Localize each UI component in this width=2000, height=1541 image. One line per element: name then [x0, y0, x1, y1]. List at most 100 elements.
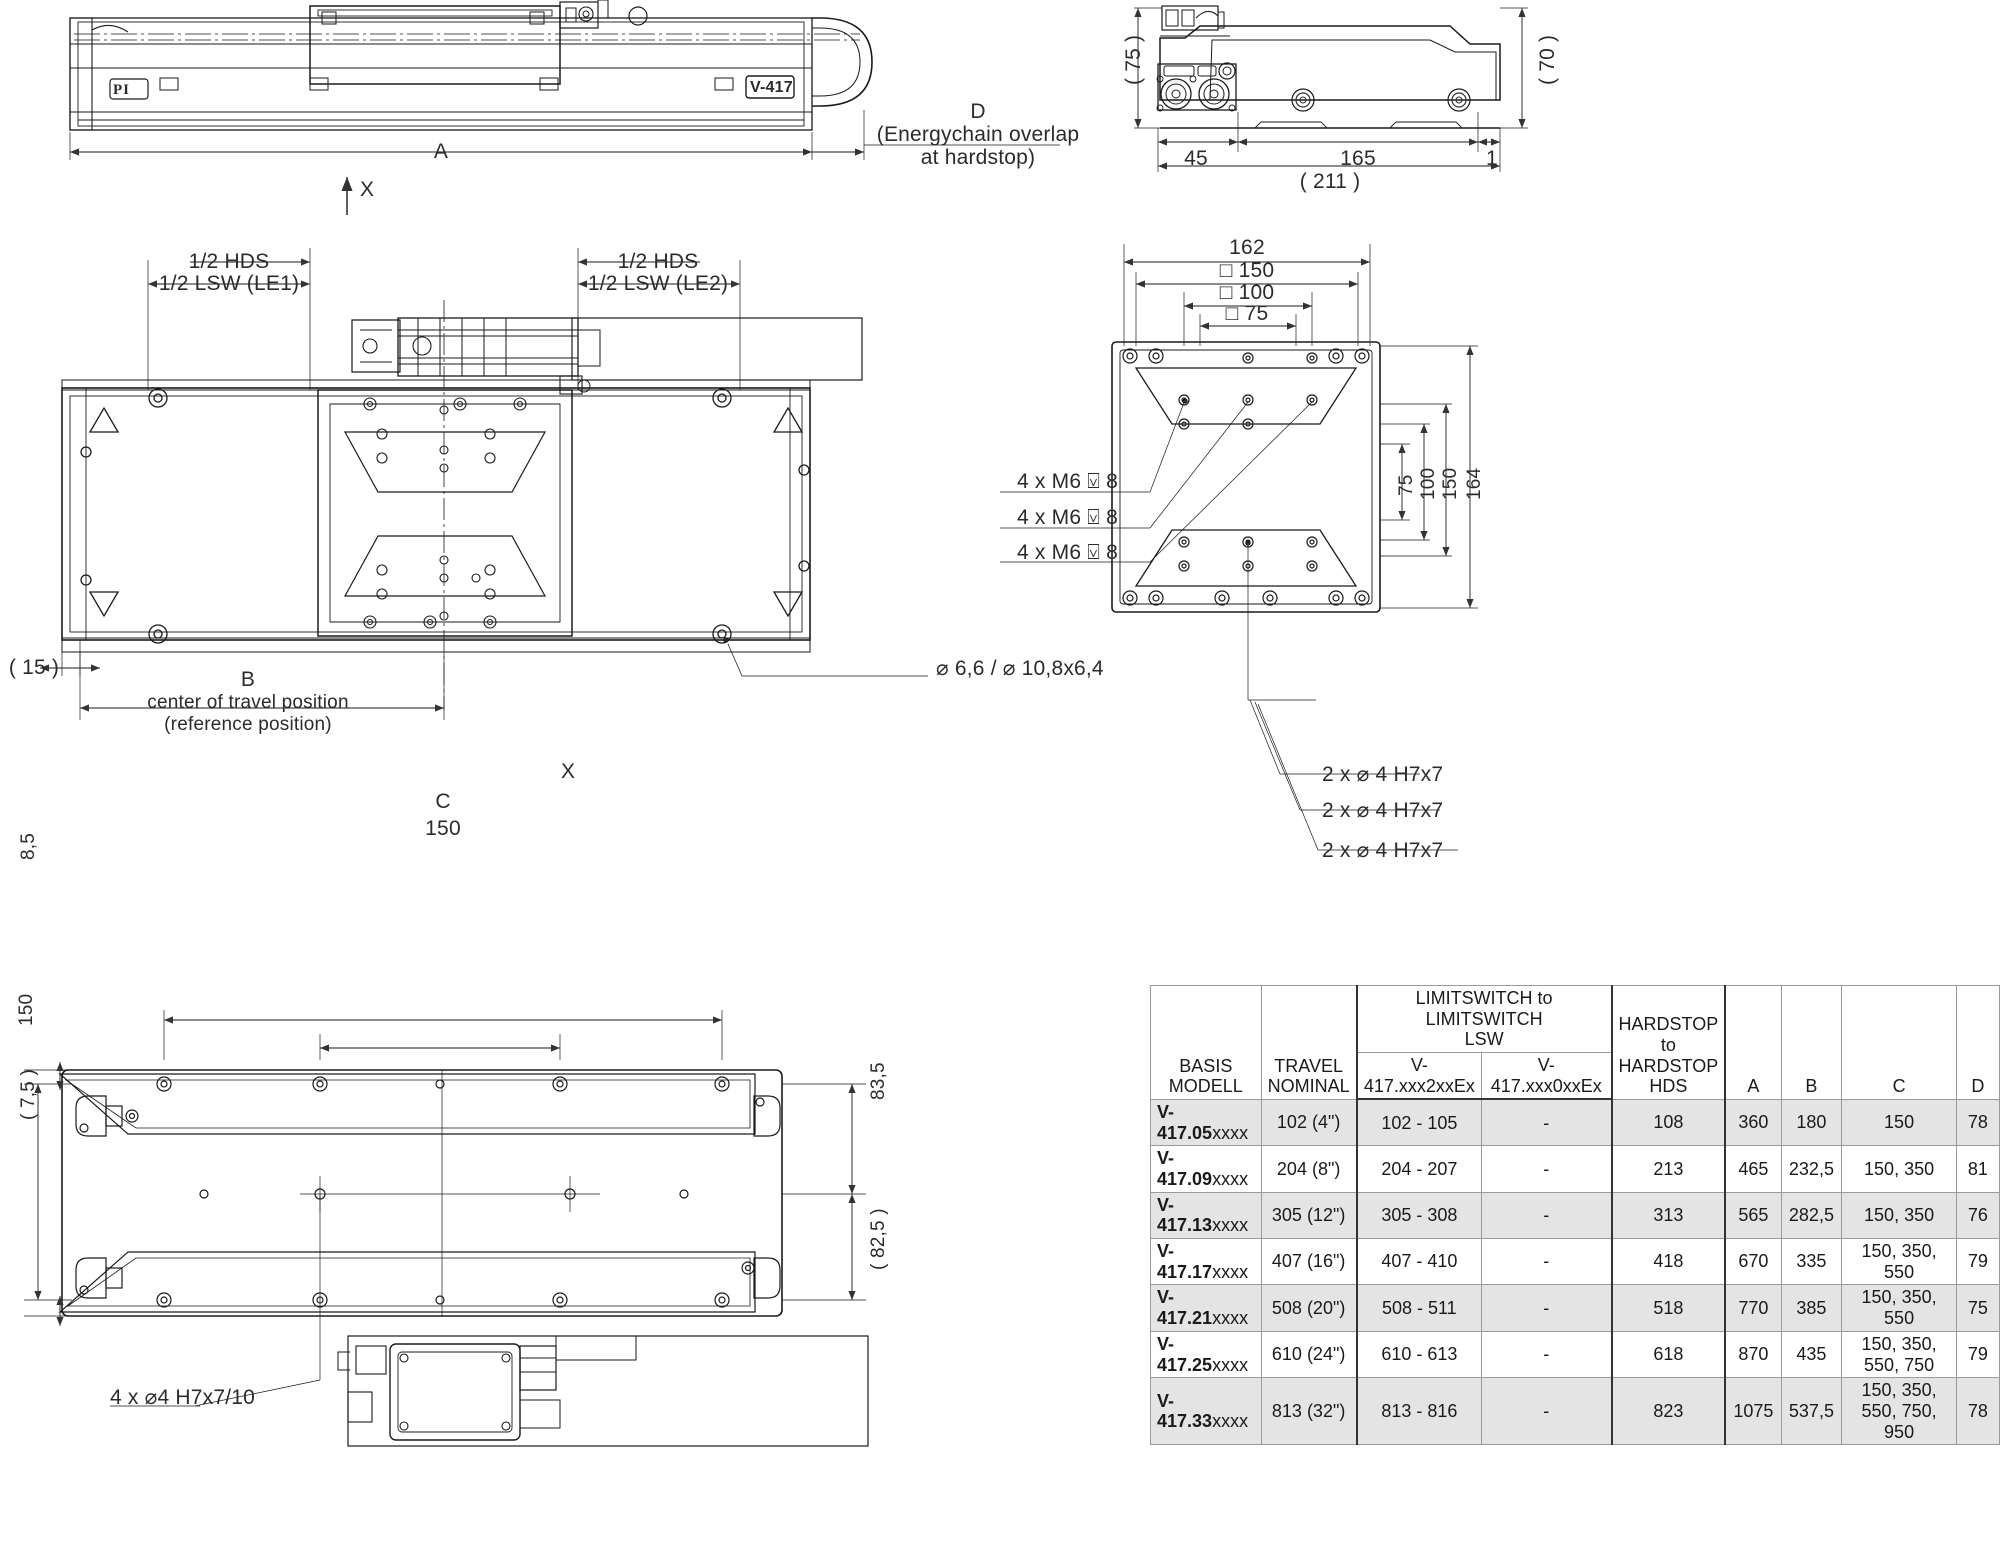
th-col-d: D — [1955, 985, 2000, 1100]
table-row: V-417.21xxxx 508 (20") 508 - 511 - 518 7… — [1150, 1284, 2000, 1332]
cell-a: 360 — [1724, 1098, 1782, 1147]
cell-hds: 313 — [1610, 1191, 1726, 1240]
model-suffix: xxxx — [1212, 1215, 1249, 1236]
bottom-plan-view — [24, 1010, 869, 1447]
model-suffix: xxxx — [1212, 1169, 1249, 1189]
dim-211-label: ( 211 ) — [1299, 170, 1361, 193]
lsw-le1-label: 1/2 LSW (LE1) — [158, 272, 300, 295]
center-travel-note-1: center of travel position — [147, 692, 349, 713]
cell-travel: 102 (4") — [1260, 1098, 1358, 1147]
th-hds-line1: HARDSTOP to — [1618, 1014, 1719, 1055]
model-suffix: xxxx — [1212, 1308, 1249, 1329]
dim-150-carriage: 150 — [1440, 467, 1461, 500]
cell-travel: 610 (24") — [1260, 1330, 1358, 1379]
dim-83-5-label: 83,5 — [868, 1062, 889, 1100]
table-row: V-417.33xxxx 813 (32") 813 - 816 - 823 1… — [1150, 1377, 2000, 1446]
view-arrow-x-top: X — [360, 178, 375, 201]
cell-lsw-b: - — [1481, 1098, 1613, 1147]
cell-d: 79 — [1955, 1238, 2000, 1286]
cell-b: 385 — [1780, 1284, 1843, 1332]
th-lsw-line3: LSW — [1464, 1029, 1504, 1050]
table-row: V-417.25xxxx 610 (24") 610 - 613 - 618 8… — [1150, 1330, 2000, 1379]
product-label: V-417 — [750, 79, 793, 96]
cell-lsw-a: 813 - 816 — [1355, 1377, 1483, 1446]
table-row: V-417.17xxxx 407 (16") 407 - 410 - 418 6… — [1150, 1238, 2000, 1286]
cell-b: 335 — [1780, 1238, 1843, 1286]
cell-model: V-417.09xxxx — [1150, 1145, 1262, 1193]
cell-b: 435 — [1780, 1330, 1843, 1379]
dim-162-label: 162 — [1229, 236, 1265, 259]
dim-82-5-label: ( 82,5 ) — [868, 1208, 889, 1270]
cell-lsw-a: 610 - 613 — [1355, 1330, 1483, 1379]
model-bold: V-417.05 — [1157, 1101, 1213, 1143]
cell-d: 76 — [1955, 1191, 2000, 1240]
cell-c: 150 — [1841, 1098, 1957, 1147]
cell-a: 565 — [1724, 1191, 1782, 1240]
th-col-c: C — [1841, 985, 1957, 1100]
dim-164-carriage: 164 — [1464, 467, 1485, 500]
cell-lsw-a: 407 - 410 — [1355, 1238, 1483, 1286]
spec-table-body: V-417.05 xxxx 102 (4") 102 - 105 - 108 36… — [1150, 1098, 2000, 1446]
cell-a: 770 — [1724, 1284, 1782, 1332]
m6-callout-3: 4 x M6 ⍌ 8 — [1017, 541, 1118, 564]
dim-75-label: ( 75 ) — [1122, 34, 1145, 85]
cell-a: 465 — [1724, 1145, 1782, 1193]
th-travel-line1: TRAVEL — [1274, 1055, 1343, 1076]
cell-model: V-417.25xxxx — [1150, 1330, 1262, 1379]
cell-travel: 813 (32") — [1260, 1377, 1358, 1446]
lsw-le2-label: 1/2 LSW (LE2) — [587, 272, 729, 295]
cell-travel: 508 (20") — [1260, 1284, 1358, 1332]
dim-a-label: A — [433, 140, 449, 163]
cell-lsw-b: - — [1481, 1377, 1613, 1446]
cell-c: 150, 350, 550, 750 — [1841, 1330, 1957, 1379]
cell-lsw-a: 102 - 105 — [1355, 1098, 1483, 1147]
cell-lsw-b: - — [1481, 1145, 1613, 1193]
th-lsw-variant-b: V-417.xxx0xxEx — [1481, 1052, 1613, 1101]
note-d-line1: D — [970, 100, 986, 123]
carriage-face-view — [1000, 244, 1478, 851]
dim-8-5-label: 8,5 — [18, 832, 39, 860]
cell-a: 670 — [1724, 1238, 1782, 1286]
cell-b: 282,5 — [1780, 1191, 1843, 1240]
cell-lsw-b: - — [1481, 1238, 1613, 1286]
table-row: V-417.05xxxx 102 (4") 102 - 105 - 108 36… — [1150, 1098, 2000, 1147]
dim-sq150-label: □ 150 — [1219, 259, 1275, 282]
m6-callout-2: 4 x M6 ⍌ 8 — [1017, 506, 1118, 529]
th-col-a: A — [1724, 985, 1782, 1100]
top-plan-view — [40, 248, 928, 720]
note-d-line2: (Energychain overlap — [876, 123, 1080, 146]
cell-hds: 108 — [1610, 1098, 1726, 1147]
th-lsw-line1: LIMITSWITCH to — [1415, 988, 1553, 1008]
cell-c: 150, 350, 550 — [1841, 1238, 1957, 1286]
cell-travel: 204 (8") — [1260, 1145, 1358, 1193]
dowel-hole-callout: 4 x ⌀4 H7x7/10 — [110, 1386, 256, 1409]
cell-lsw-b: - — [1481, 1330, 1613, 1379]
pin-callout-3: 2 x ⌀ 4 H7x7 — [1322, 839, 1444, 862]
cell-d: 81 — [1955, 1145, 2000, 1193]
view-arrow-x-bottom: X — [561, 760, 576, 783]
side-elevation-view — [1134, 5, 1528, 172]
cell-lsw-b: - — [1481, 1191, 1613, 1240]
th-travel-line2: NOMINAL — [1267, 1076, 1350, 1097]
model-bold: V-417.33 — [1157, 1390, 1213, 1432]
hds-left-label: 1/2 HDS — [188, 250, 270, 273]
cell-c: 150, 350 — [1841, 1191, 1957, 1240]
th-lsw-line2: LIMITSWITCH — [1425, 1008, 1543, 1029]
th-hds-line2: HARDSTOP — [1618, 1055, 1719, 1076]
th-basis-modell: BASIS MODELL — [1150, 985, 1262, 1100]
cell-model: V-417.17xxxx — [1150, 1238, 1262, 1286]
dim-100-carriage: 100 — [1418, 467, 1439, 500]
cell-hds: 618 — [1610, 1330, 1726, 1379]
cell-travel: 407 (16") — [1260, 1238, 1358, 1286]
dim-1-label: 1 — [1486, 147, 1498, 170]
cell-d: 75 — [1955, 1284, 2000, 1332]
pin-callout-1: 2 x ⌀ 4 H7x7 — [1322, 763, 1444, 786]
cell-d: 78 — [1955, 1098, 2000, 1147]
cell-b: 232,5 — [1780, 1145, 1843, 1193]
specification-table: BASIS MODELL TRAVEL NOMINAL LIMITSWITCH … — [1150, 984, 2000, 1446]
cell-c: 150, 350, 550, 750, 950 — [1841, 1377, 1957, 1446]
cell-d: 79 — [1955, 1330, 2000, 1379]
dim-sq75-label: □ 75 — [1225, 302, 1269, 325]
table-row: V-417.09xxxx 204 (8") 204 - 207 - 213 46… — [1150, 1145, 2000, 1193]
cell-lsw-a: 508 - 511 — [1355, 1284, 1483, 1332]
